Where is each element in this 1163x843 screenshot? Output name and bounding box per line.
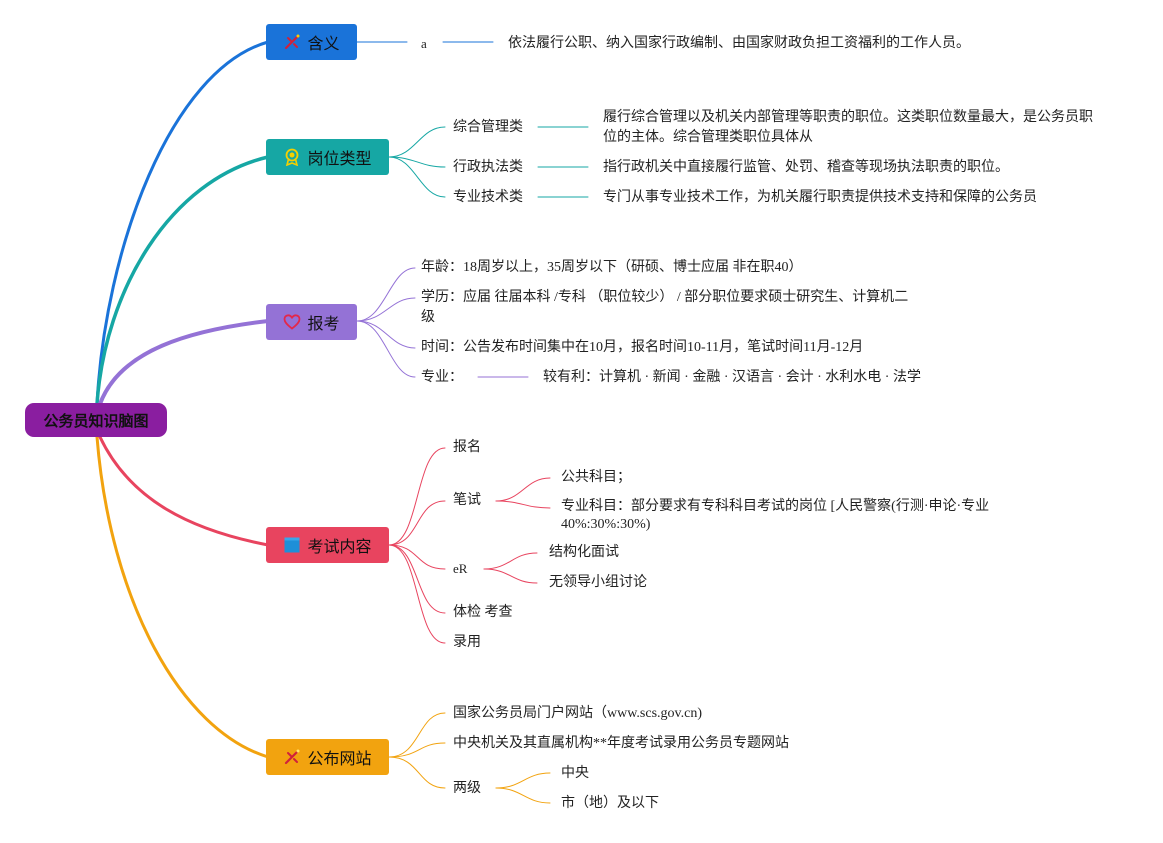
apply-major-detail: 较有利：计算机 · 新闻 · 金融 · 汉语言 · 会计 · 水利水电 · 法学 [543,370,921,385]
link-apply-time [356,320,416,349]
award-badge-icon [283,148,301,166]
link-interview-2 [483,568,538,584]
link-exam-interview [388,544,446,570]
position-item-1: 综合管理类 [453,120,523,135]
apply-time: 时间：公告发布时间集中在10月，报名时间10-11月，笔试时间11月-12月 [421,340,864,355]
link-apply-age [356,267,416,322]
link-meaning [95,40,270,406]
website-level-1: 中央 [561,766,589,781]
link-written-1 [495,477,551,502]
link-written-2 [495,500,551,509]
root-title: 公务员知识脑图 [43,411,149,430]
position-item-3-desc: 专门从事专业技术工作，为机关履行职责提供技术支持和保障的公务员 [603,190,1037,205]
exam-signup: 报名 [453,440,481,455]
link-apply-edu [356,297,416,322]
topic-apply-label: 报考 [307,314,340,333]
link-exam-signup [388,447,446,546]
heart-icon [283,313,301,331]
link-exam-written [388,500,446,546]
topic-position-label: 岗位类型 [307,149,372,168]
topic-position-type[interactable]: 岗位类型 [266,139,389,175]
link-position-3 [388,156,446,198]
exam-interview-item-2: 无领导小组讨论 [549,575,647,590]
topic-exam[interactable]: 考试内容 [266,527,389,563]
link-exam-check [388,544,446,614]
pencil-ruler-icon [283,748,301,766]
meaning-desc: 依法履行公职、纳入国家行政编制、由国家财政负担工资福利的工作人员。 [508,36,970,51]
exam-written-item-2: 专业科目：部分要求有专科科目考试的岗位 [人民警察(行测·申论·专业40%:30… [561,499,990,532]
topic-website[interactable]: 公布网站 [266,739,389,775]
position-item-2-desc: 指行政机关中直接履行监管、处罚、稽查等现场执法职责的职位。 [603,160,1009,175]
apply-major: 专业： [421,370,463,385]
apply-age: 年龄：18周岁以上，35周岁以下（研硕、博士应届 非在职40） [421,260,803,275]
root-node[interactable]: 公务员知识脑图 [25,403,167,437]
exam-check: 体检 考查 [453,605,513,620]
link-website-1 [388,712,446,758]
link-website-levels [388,756,446,789]
link-position-1 [388,126,446,158]
apply-education: 学历：应届 往届本科 /专科 （职位较少） / 部分职位要求硕士研究生、计算机二… [421,290,909,325]
topic-meaning[interactable]: 含义 [266,24,357,60]
link-interview-1 [483,552,538,570]
pencil-ruler-icon [283,33,301,51]
link-apply-major [356,320,416,378]
link-apply [98,319,270,406]
topic-meaning-label: 含义 [307,34,340,53]
website-level-2: 市（地）及以下 [561,796,659,811]
link-website-2 [388,742,446,758]
link-levels-2 [495,787,551,804]
link-exam [98,435,270,547]
exam-written-item-1: 公共科目； [561,470,631,485]
position-item-3: 专业技术类 [453,190,523,205]
position-item-2: 行政执法类 [453,160,523,175]
link-website [95,435,270,759]
topic-apply[interactable]: 报考 [266,304,357,340]
exam-written: 笔试 [453,493,481,508]
exam-interview-item-1: 结构化面试 [549,545,619,560]
website-item-2: 中央机关及其直属机构**年度考试录用公务员专题网站 [453,736,789,751]
exam-interview: eR [453,561,468,576]
website-item-1: 国家公务员局门户网站（www.scs.gov.cn) [453,706,702,721]
website-levels: 两级 [453,781,481,796]
meaning-sub: a [421,36,427,51]
link-position [95,155,270,406]
topic-website-label: 公布网站 [307,749,372,768]
exam-hire: 录用 [453,635,481,650]
topic-exam-label: 考试内容 [307,537,372,556]
link-levels-1 [495,772,551,789]
link-exam-hire [388,544,446,644]
position-item-1-desc: 履行综合管理以及机关内部管理等职责的职位。这类职位数量最大，是公务员职位的主体。… [603,110,1093,145]
square-book-icon [283,536,301,554]
